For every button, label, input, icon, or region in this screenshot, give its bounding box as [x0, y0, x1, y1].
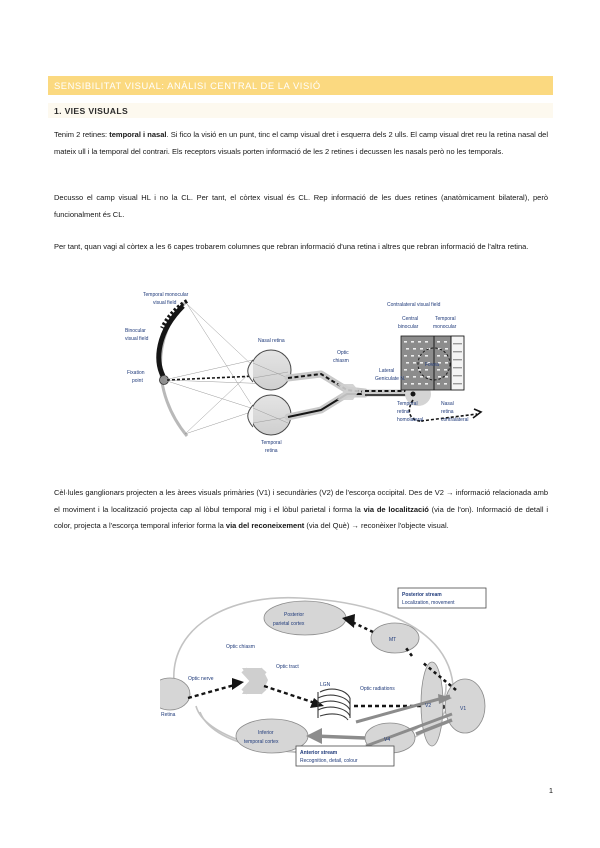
fig1-label-lateral-geniculate-line1: Lateral: [379, 368, 394, 374]
paragraph-4-seg1: Cèl·lules ganglionars projecten a les àr…: [54, 488, 548, 514]
paragraph-4-bold-via-localitzacio: via de localització: [363, 504, 429, 514]
fig1-label-lateral-geniculate-line2: Geniculate N.: [375, 376, 405, 382]
fig1-label-temporal-retina-line1: Temporal: [261, 440, 282, 446]
fig2-label-optic-chiasm: Optic chiasm: [226, 644, 255, 650]
figure-visual-field-pathway: Temporal monocular visual field Binocula…: [125, 288, 490, 458]
fig1-label-nasal-retina-contralateral-line1: Nasal: [441, 401, 454, 407]
fig1-label-fixation-point-line1: Fixation: [127, 370, 145, 376]
fig1-label-fixation-point-line2: point: [132, 378, 143, 384]
paragraph-4-seg2: (via de l'on). Informació de detall i co…: [54, 504, 548, 531]
paragraph-4-seg3: (via del Què) → reconèixer l'objecte vis…: [304, 521, 449, 530]
fig2-label-v4: V4: [384, 737, 390, 743]
fig2-label-optic-nerve: Optic nerve: [188, 676, 214, 682]
paragraph-4: Cèl·lules ganglionars projecten a les àr…: [54, 485, 548, 535]
fig2-label-optic-radiations: Optic radiations: [360, 686, 395, 692]
fig2-label-posterior-stream-sub: Localization, movement: [402, 600, 455, 606]
fig2-label-optic-tract: Optic tract: [276, 664, 299, 670]
section-heading-vies-visuals: 1. VIES VISUALS: [48, 103, 553, 118]
paragraph-1-lead: Tenim 2 retines:: [54, 130, 110, 139]
paragraph-1: Tenim 2 retines: temporal i nasal. Si fi…: [54, 127, 548, 160]
figure-dorsal-ventral-streams: Posterior stream Localization, movement …: [160, 586, 490, 771]
fig2-label-mt: MT: [389, 637, 396, 643]
fig1-label-temporal-retina-homolateral-line1: Temporal: [397, 401, 418, 407]
fig1-label-nasal-retina-contralateral-line2: retina: [441, 409, 454, 415]
paragraph-3-text: Per tant, quan vagi al còrtex a les 6 ca…: [54, 242, 529, 251]
fig1-label-contralateral-visual-field: Contralateral visual field: [387, 302, 441, 308]
paragraph-2-text: Decusso el camp visual HL i no la CL. Pe…: [54, 193, 548, 219]
fig1-label-temporal-monocular-visual-field-line2: visual field: [153, 300, 177, 306]
fig1-label-temporal-monocular-visual-field-line1: Temporal monocular: [143, 292, 189, 298]
fig1-label-temporal-retina-homolateral-line2: retina: [397, 409, 410, 415]
fig1-label-nasal-retina-contralateral-line3: contralateral: [441, 417, 469, 423]
fig2-label-v1: V1: [460, 706, 466, 712]
fig1-label-temporal-retina-homolateral-line3: homolateral: [397, 417, 423, 423]
fig1-label-binocular-visual-field-line2: visual field: [125, 336, 149, 342]
fig2-label-anterior-stream-title: Anterior stream: [300, 750, 338, 756]
fig2-label-anterior-stream-sub: Recognition, detail, colour: [300, 758, 358, 764]
fig1-label-binocular-visual-field-line1: Binocular: [125, 328, 146, 334]
fig2-label-lgn: LGN: [320, 682, 331, 688]
fig2-label-inferior-temporal-cortex-line1: Inferior: [258, 730, 274, 736]
fig1-label-temporal-monocular-block-line1: Temporal: [435, 316, 456, 322]
fig1-label-optic-chiasm-line2: chiasm: [333, 358, 349, 364]
fig2-label-posterior-parietal-cortex-line1: Posterior: [284, 612, 304, 618]
document-title-band: SENSIBILITAT VISUAL: ANÀLISI CENTRAL DE …: [48, 76, 553, 95]
fig1-label-optic-chiasm-line1: Optic: [337, 350, 349, 356]
paragraph-1-rest: . Si fico la visió en un punt, tinc el c…: [54, 130, 548, 156]
fig1-label-nasal-retina: Nasal retina: [258, 338, 285, 344]
fig2-label-inferior-temporal-cortex-line2: temporal cortex: [244, 739, 279, 745]
fig2-label-retina: Retina: [161, 712, 176, 718]
fig2-label-posterior-stream-title: Posterior stream: [402, 592, 442, 598]
fig1-label-temporal-retina-line2: retina: [265, 448, 278, 454]
fig1-label-central-binocular-line2: binocular: [398, 324, 419, 330]
fig1-label-fovea: Fovea: [425, 362, 439, 368]
fig1-label-central-binocular-line1: Central: [402, 316, 418, 322]
fig2-label-posterior-parietal-cortex-line2: parietal cortex: [273, 621, 305, 627]
paragraph-4-bold-via-reconeixement: via del reconeixement: [225, 521, 305, 530]
document-title: SENSIBILITAT VISUAL: ANÀLISI CENTRAL DE …: [54, 80, 321, 91]
paragraph-2: Decusso el camp visual HL i no la CL. Pe…: [54, 190, 548, 223]
page-number: 1: [548, 786, 553, 795]
fig2-label-v2: V2: [425, 703, 431, 709]
paragraph-1-bold-temporal-nasal: temporal i nasal: [109, 130, 167, 139]
section-heading-label: 1. VIES VISUALS: [54, 105, 129, 116]
paragraph-3: Per tant, quan vagi al còrtex a les 6 ca…: [54, 239, 548, 256]
fig1-label-temporal-monocular-block-line2: monocular: [433, 324, 457, 330]
